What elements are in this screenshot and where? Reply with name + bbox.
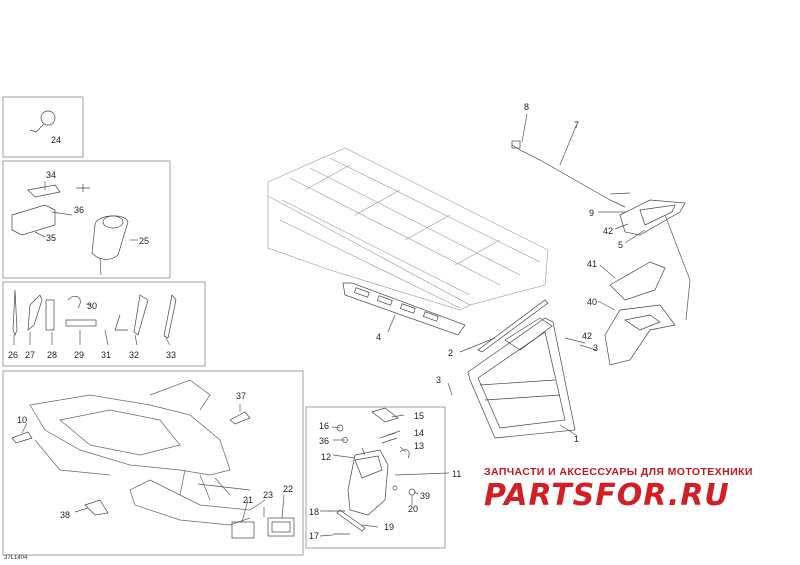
callout-2[interactable]: 2 — [448, 348, 454, 358]
callout-3b[interactable]: 3 — [436, 375, 442, 385]
callout-8[interactable]: 8 — [524, 102, 530, 112]
tail-light — [619, 199, 686, 236]
callout-21[interactable]: 21 — [243, 495, 254, 505]
frame-hitch-kit — [305, 406, 446, 549]
callout-18[interactable]: 18 — [309, 507, 320, 517]
frame-tool-set — [2, 281, 206, 367]
callout-39[interactable]: 39 — [420, 491, 431, 501]
callout-33[interactable]: 33 — [166, 350, 177, 360]
callout-36b[interactable]: 36 — [319, 436, 330, 446]
callout-7[interactable]: 7 — [574, 120, 580, 130]
callout-38[interactable]: 38 — [60, 510, 71, 520]
watermark-logo: PARTSFOR.RU — [484, 478, 730, 513]
callout-3[interactable]: 3 — [593, 343, 599, 353]
callout-32[interactable]: 32 — [129, 350, 140, 360]
callout-10[interactable]: 10 — [17, 415, 28, 425]
callout-42[interactable]: 42 — [603, 226, 614, 236]
callout-17[interactable]: 17 — [309, 531, 320, 541]
callout-29[interactable]: 29 — [74, 350, 85, 360]
callout-9[interactable]: 9 — [589, 208, 595, 218]
callout-13[interactable]: 13 — [414, 441, 425, 451]
decal-drawings — [11, 411, 295, 539]
callout-40[interactable]: 40 — [587, 297, 598, 307]
tool-bag-drawing — [11, 184, 129, 260]
callout-41[interactable]: 41 — [587, 259, 598, 269]
callout-4[interactable]: 4 — [376, 332, 382, 342]
callout-24[interactable]: 24 — [51, 135, 62, 145]
callout-16[interactable]: 16 — [319, 421, 330, 431]
callout-12[interactable]: 12 — [321, 452, 332, 462]
callout-35[interactable]: 35 — [46, 233, 57, 243]
rack-assembly — [267, 147, 549, 311]
callout-27[interactable]: 27 — [25, 350, 36, 360]
frame-tool-bag — [2, 160, 171, 279]
callout-26[interactable]: 26 — [8, 350, 19, 360]
mounting-plate — [342, 282, 466, 336]
storage-bag — [467, 317, 576, 439]
callout-34[interactable]: 34 — [46, 170, 57, 180]
callout-25[interactable]: 25 — [139, 236, 150, 246]
diagram-code: 37L1404 — [4, 555, 28, 561]
callout-37[interactable]: 37 — [236, 391, 247, 401]
callout-22[interactable]: 22 — [283, 484, 294, 494]
mounting-bracket — [604, 261, 676, 366]
tools-drawing — [12, 289, 177, 339]
callout-36[interactable]: 36 — [74, 205, 85, 215]
callout-30[interactable]: 30 — [87, 301, 98, 311]
callout-28[interactable]: 28 — [47, 350, 58, 360]
hitch-kit-drawing — [328, 407, 416, 535]
callout-19[interactable]: 19 — [384, 522, 395, 532]
watermark-tagline: ЗАПЧАСТИ И АКСЕССУАРЫ ДЛЯ МОТОТЕХНИКИ — [484, 466, 753, 478]
callout-23[interactable]: 23 — [263, 490, 274, 500]
snowmobile-drawing — [29, 379, 266, 526]
callout-20[interactable]: 20 — [408, 504, 419, 514]
frame-snowmobile-decals — [2, 370, 304, 556]
callout-5[interactable]: 5 — [618, 240, 624, 250]
callout-15[interactable]: 15 — [414, 411, 425, 421]
callout-1[interactable]: 1 — [574, 434, 580, 444]
frame-mirror-kit — [2, 96, 84, 158]
watermark: ЗАПЧАСТИ И АКСЕССУАРЫ ДЛЯ МОТОТЕХНИКИ PA… — [484, 466, 784, 526]
callout-42b[interactable]: 42 — [582, 331, 593, 341]
mirror-drawing — [29, 110, 56, 133]
callout-11[interactable]: 11 — [452, 469, 462, 479]
callout-14[interactable]: 14 — [414, 428, 425, 438]
callout-31[interactable]: 31 — [101, 350, 112, 360]
